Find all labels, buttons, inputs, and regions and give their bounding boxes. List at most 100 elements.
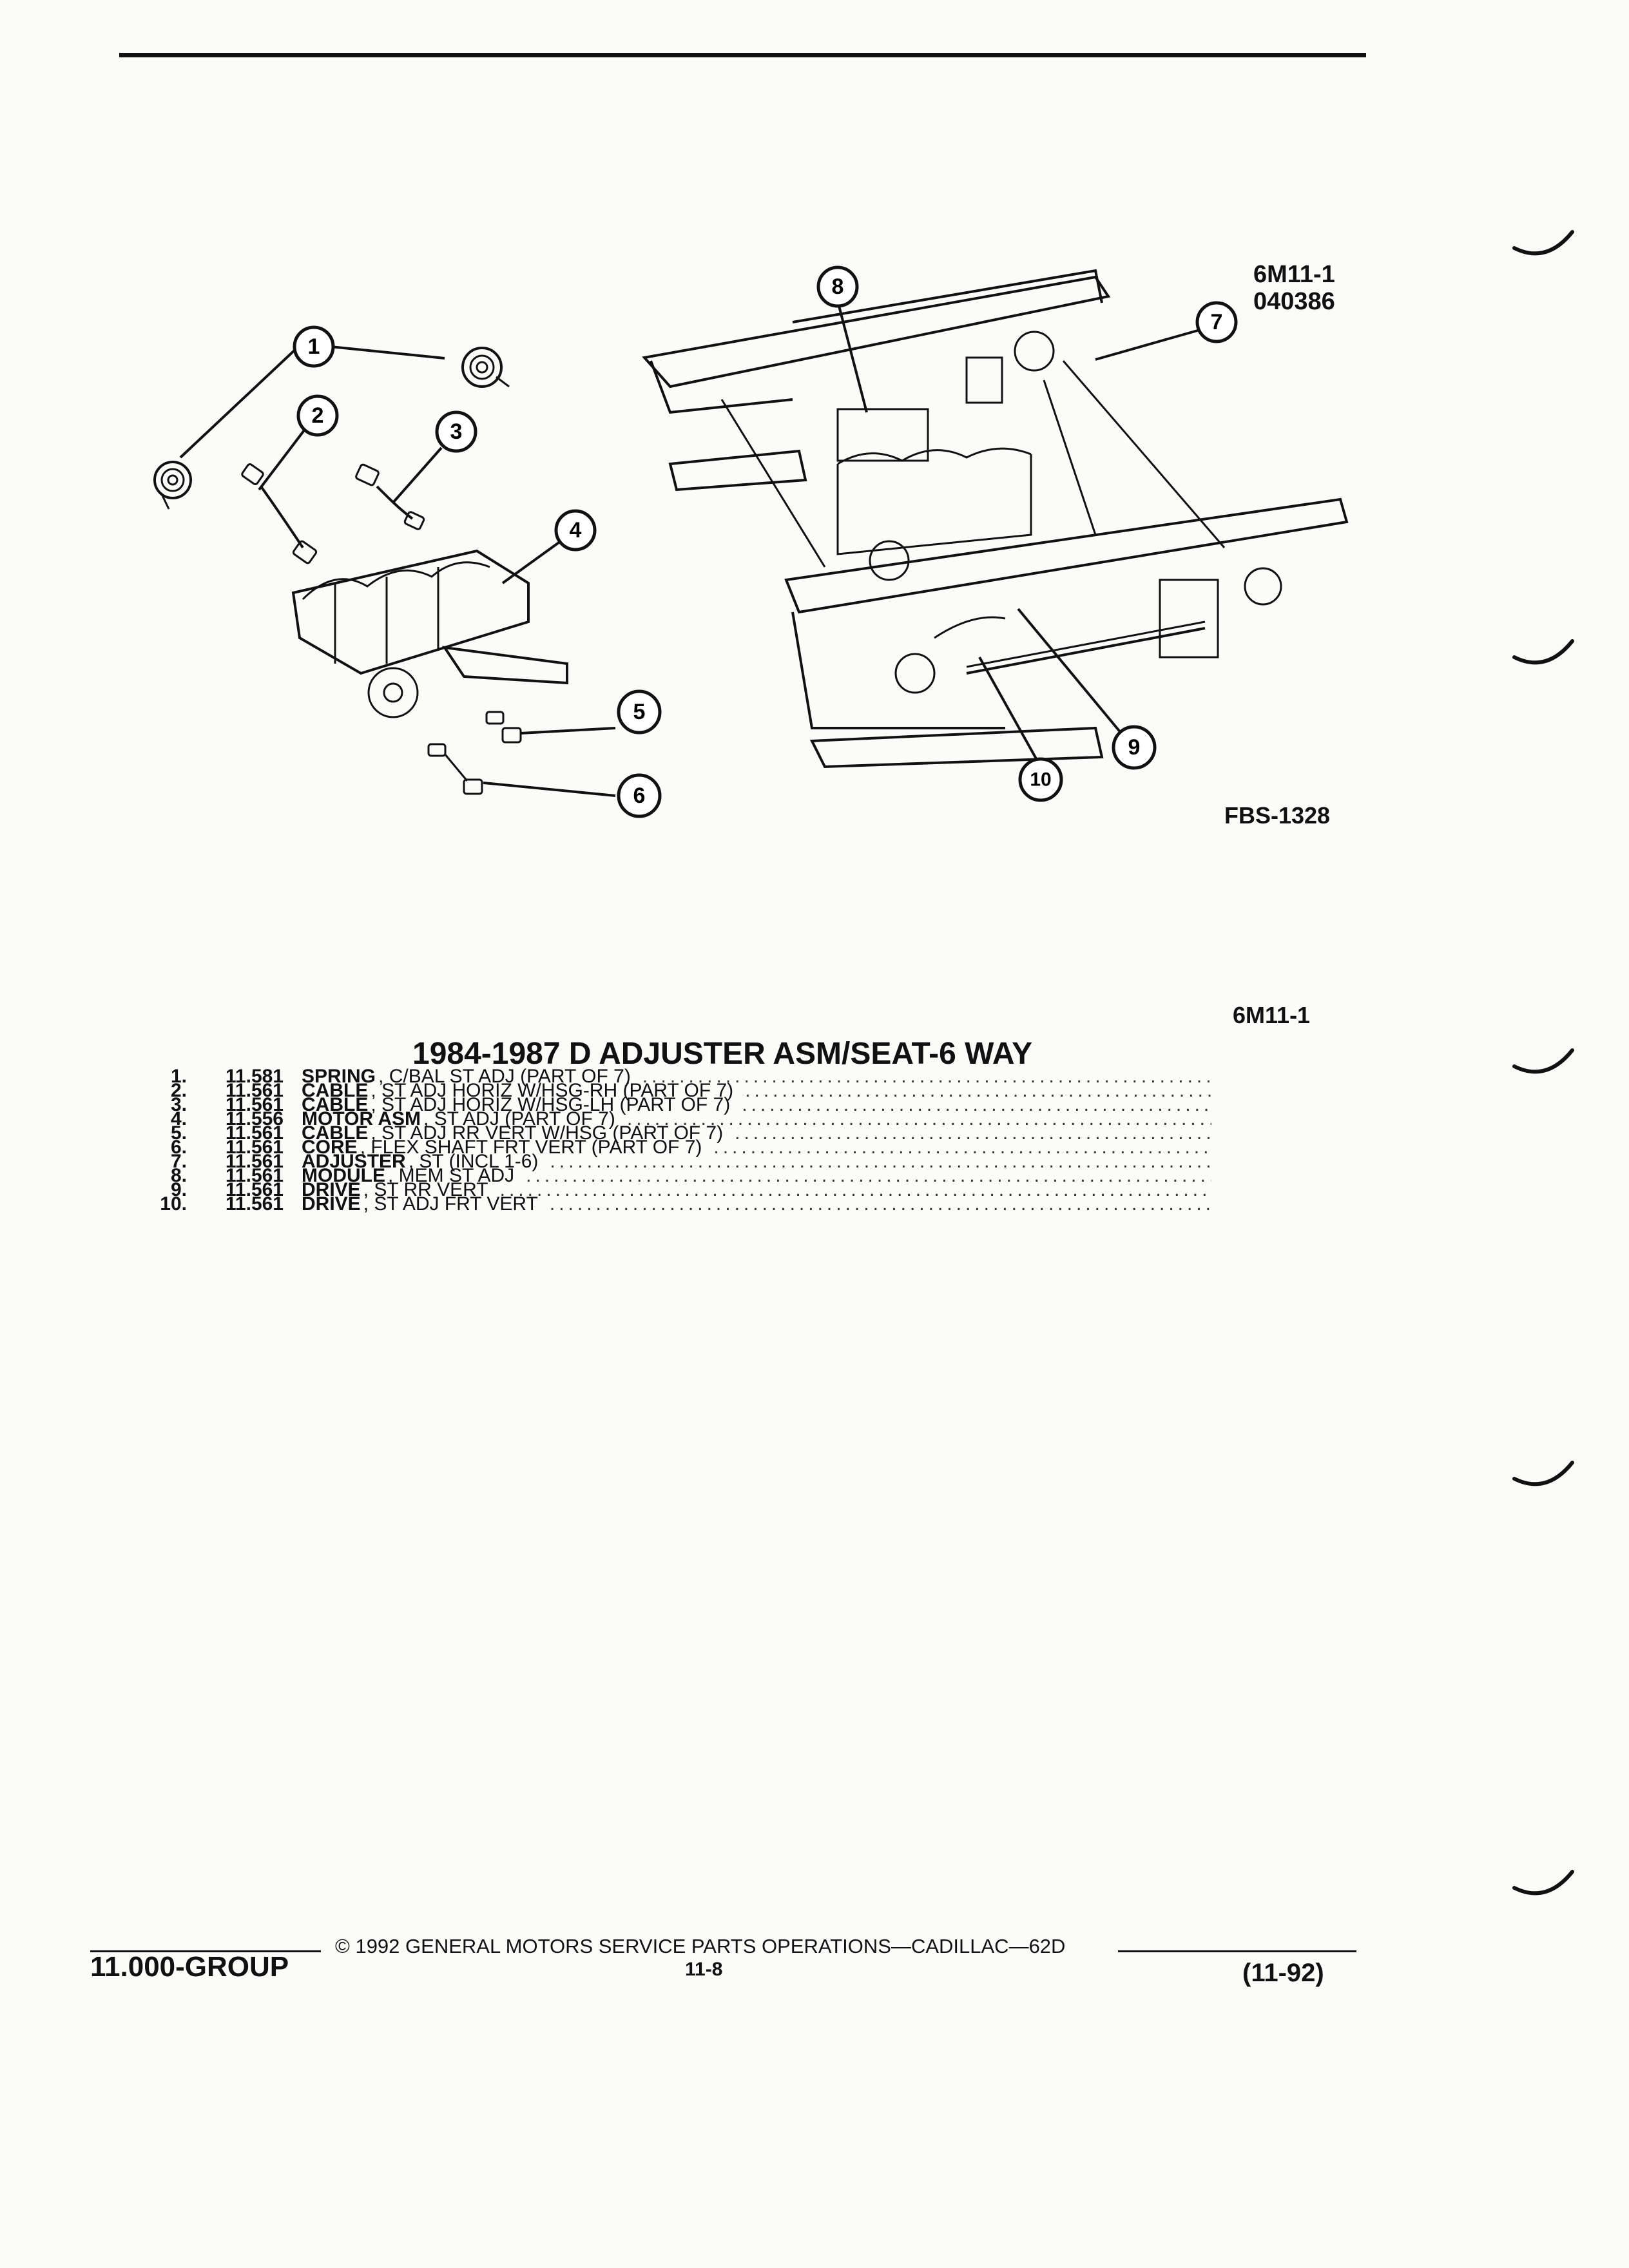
figure-code-line: 040386 [1253,288,1335,315]
leader-dots [745,1084,1211,1098]
figure-code: 6M11-1 040386 [1253,261,1335,315]
svg-text:1: 1 [308,334,320,359]
binder-mark [1512,639,1574,665]
binder-mark [1512,230,1574,256]
exploded-view-diagram: 1 2 3 4 5 6 7 8 9 10 [153,265,1349,818]
item-number: 2. [170,1080,187,1101]
item-number: 9. [170,1179,187,1200]
leader-dots [742,1098,1211,1112]
part-description: , MEM ST ADJ [388,1165,515,1186]
item-number: 7. [170,1151,187,1172]
part-description: , ST ADJ FRT VERT [363,1193,538,1215]
leader-dots [500,1183,1211,1197]
leader-dots [550,1155,1211,1169]
part-name: CABLE [302,1094,369,1115]
callout-5: 5 [617,689,662,735]
part-description: , C/BAL ST ADJ (PART OF 7) [378,1066,631,1087]
page-number: 11-8 [685,1959,723,1980]
item-number: 3. [170,1094,187,1115]
figure-code-line: 6M11-1 [1253,261,1335,288]
group-number: 11.581 [225,1066,284,1087]
part-name: MOTOR ASM [302,1108,421,1129]
leader-dots [550,1197,1211,1211]
part-description: , ST ADJ HORIZ W/HSG-LH (PART OF 7) [371,1094,731,1115]
cable-part-3 [355,463,425,530]
parts-row: 6. 11.561 CORE, FLEX SHAFT FRT VERT (PART … [148,1137,1211,1158]
part-name: SPRING [302,1066,376,1087]
item-number: 5. [170,1122,187,1144]
part-description: , ST ADJ RR VERT W/HSG (PART OF 7) [371,1122,724,1144]
group-number: 11.561 [225,1179,284,1200]
item-number: 4. [170,1108,187,1129]
part-description: , ST (INCL 1-6) [408,1151,539,1172]
callout-4: 4 [554,509,597,552]
leader-dots [526,1169,1211,1183]
group-number: 11.561 [225,1122,284,1144]
parts-row: 10. 11.561 DRIVE, ST ADJ FRT VERT [148,1193,1211,1215]
spring-part-1 [153,347,510,510]
footer-rule-left [90,1950,321,1952]
group-number: 11.561 [225,1193,284,1215]
part-name: ADJUSTER [302,1151,406,1172]
footer-group: 11.000-GROUP [90,1951,289,1983]
svg-text:7: 7 [1211,310,1223,334]
binder-mark [1512,1870,1574,1896]
callout-8: 8 [816,265,859,308]
binder-marks [1512,230,1574,1896]
parts-list: 1. 11.581 SPRING, C/BAL ST ADJ (PART OF 7)… [148,1066,1211,1215]
parts-row: 9. 11.561 DRIVE, ST RR VERT [148,1179,1211,1200]
group-code: 6M11-1 [1233,1002,1311,1028]
cable-ends-part-5-6 [427,711,522,795]
group-number: 11.561 [225,1137,284,1158]
part-description: , ST RR VERT [363,1179,488,1200]
seat-adjuster-assembly [642,269,1349,769]
fbs-code: FBS-1328 [1224,802,1331,829]
parts-row: 1. 11.581 SPRING, C/BAL ST ADJ (PART OF 7) [148,1066,1211,1087]
svg-text:8: 8 [832,274,844,299]
binder-mark [1512,1048,1574,1074]
svg-text:10: 10 [1030,769,1051,791]
item-number: 1. [170,1066,187,1087]
binder-mark [1512,1461,1574,1486]
parts-row: 7. 11.561 ADJUSTER, ST (INCL 1-6) [148,1151,1211,1172]
revision-date: (11-92) [1242,1959,1324,1987]
motor-asm-part-4 [291,549,568,718]
part-name: CABLE [302,1080,369,1101]
page-title: 1984-1987 D ADJUSTER ASM/SEAT-6 WAY [412,1037,1033,1071]
callout-2: 2 [296,394,339,437]
part-description: , FLEX SHAFT FRT VERT (PART OF 7) [360,1137,702,1158]
item-number: 8. [170,1165,187,1186]
footer-copyright: © 1992 GENERAL MOTORS SERVICE PARTS OPER… [335,1935,1066,1957]
part-name: DRIVE [302,1193,361,1215]
parts-row: 3. 11.561 CABLE, ST ADJ HORIZ W/HSG-LH (PA… [148,1094,1211,1115]
leader-dots [735,1126,1211,1140]
footer-rule-right [1118,1950,1356,1952]
group-number: 11.561 [225,1080,284,1101]
callout-1: 1 [293,325,335,368]
callout-7: 7 [1195,301,1238,343]
leader-dots [713,1140,1211,1155]
item-number: 6. [170,1137,187,1158]
part-description: , ST ADJ (PART OF 7) [423,1108,615,1129]
svg-text:5: 5 [633,700,646,724]
part-name: MODULE [302,1165,385,1186]
part-name: DRIVE [302,1179,361,1200]
item-number: 10. [160,1193,187,1215]
callout-6: 6 [617,773,662,818]
top-rule [119,53,1366,57]
part-name: CORE [302,1137,358,1158]
callout-9: 9 [1112,725,1157,770]
svg-text:9: 9 [1128,735,1141,760]
callout-3: 3 [435,410,477,453]
group-number: 11.561 [225,1151,284,1172]
svg-text:2: 2 [312,403,324,428]
svg-text:4: 4 [570,518,582,543]
leader-lines [179,305,1200,797]
part-description: , ST ADJ HORIZ W/HSG-RH (PART OF 7) [371,1080,734,1101]
group-number: 11.561 [225,1094,284,1115]
cable-part-2 [241,463,318,564]
callout-10: 10 [1018,757,1063,802]
svg-text:3: 3 [450,419,463,444]
